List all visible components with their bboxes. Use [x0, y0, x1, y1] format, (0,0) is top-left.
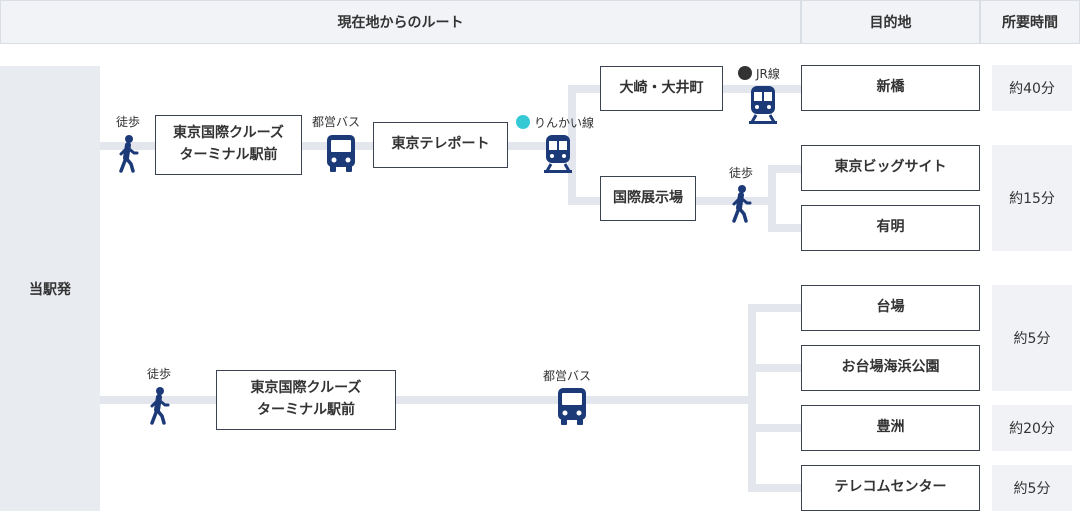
destination-name: 有明 [876, 219, 905, 236]
stop-name-line2: ターミナル駅前 [256, 402, 355, 418]
walking-person-icon [150, 387, 170, 425]
route-header: 現在地からのルート [0, 0, 801, 44]
route-line [748, 304, 801, 312]
jr-line-label: JR線 [738, 65, 780, 82]
travel-time: 約5分 [1013, 331, 1051, 347]
bus-label: 都営バス [543, 369, 592, 383]
destination-name: テレコムセンター [834, 479, 947, 496]
stop-cruise-terminal: 東京国際クルーズ ターミナル駅前 [216, 370, 396, 430]
travel-time: 約20分 [1009, 421, 1055, 437]
stop-name-line1: 東京国際クルーズ [250, 380, 362, 397]
bus-label: 都営バス [312, 115, 361, 129]
route-line [768, 165, 801, 173]
rinkai-line-dot [516, 115, 530, 129]
route-line [768, 165, 776, 232]
rinkai-line-label: りんかい線 [516, 114, 594, 131]
stop-cruise-terminal: 東京国際クルーズ ターミナル駅前 [155, 115, 302, 175]
route-line [748, 484, 801, 492]
route-line [748, 304, 756, 492]
time-header: 所要時間 [980, 0, 1080, 44]
walk-label: 徒歩 [116, 115, 141, 129]
destination-odaiba-kaihin-koen[interactable]: お台場海浜公園 [801, 345, 980, 391]
travel-time-cell: 約5分 [992, 285, 1072, 391]
stop-tokyo-teleport: 東京テレポート [373, 122, 508, 168]
destination-name: 新橋 [876, 79, 905, 96]
route-line [748, 424, 801, 432]
route-line [748, 364, 801, 372]
travel-time-cell: 約5分 [992, 465, 1072, 511]
stop-name: 国際展示場 [613, 189, 683, 206]
destination-ariake[interactable]: 有明 [801, 205, 980, 251]
bus-icon [327, 135, 355, 172]
walk-label: 徒歩 [147, 367, 172, 381]
stop-kokusai-tenjijo: 国際展示場 [600, 176, 696, 221]
origin-cell: 当駅発 [0, 66, 100, 511]
travel-time-cell: 約15分 [992, 145, 1072, 251]
walk-label: 徒歩 [729, 166, 754, 180]
travel-time-cell: 約40分 [992, 65, 1072, 111]
jr-line-dot [738, 66, 752, 80]
route-line [696, 197, 772, 205]
destination-toyosu[interactable]: 豊洲 [801, 405, 980, 451]
destination-name: お台場海浜公園 [841, 359, 940, 376]
destination-tokyo-big-sight[interactable]: 東京ビッグサイト [801, 145, 980, 191]
stop-osaki-oimachi: 大崎・大井町 [600, 66, 723, 111]
bus-icon [558, 388, 586, 425]
destination-header: 目的地 [801, 0, 980, 44]
destination-name: 台場 [876, 299, 905, 316]
travel-time-cell: 約20分 [992, 405, 1072, 451]
walking-person-icon [732, 185, 752, 223]
route-line [568, 85, 576, 205]
destination-name: 豊洲 [876, 419, 905, 436]
destination-daiba[interactable]: 台場 [801, 285, 980, 331]
travel-time: 約40分 [1009, 81, 1055, 97]
destination-shimbashi[interactable]: 新橋 [801, 65, 980, 111]
stop-name: 東京テレポート [391, 136, 490, 153]
stop-name: 大崎・大井町 [619, 79, 704, 96]
walking-person-icon [119, 135, 139, 173]
route-line [568, 85, 600, 93]
train-icon [749, 86, 777, 124]
route-line [768, 224, 801, 232]
destination-telecom-center[interactable]: テレコムセンター [801, 465, 980, 511]
travel-time: 約15分 [1009, 191, 1055, 207]
route-line [100, 396, 756, 404]
origin-label: 当駅発 [29, 281, 71, 298]
route-line [568, 197, 600, 205]
travel-time: 約5分 [1013, 481, 1051, 497]
destination-name: 東京ビッグサイト [834, 159, 947, 176]
stop-name-line1: 東京国際クルーズ [173, 125, 284, 142]
train-icon [544, 135, 572, 173]
stop-name-line2: ターミナル駅前 [179, 147, 278, 163]
